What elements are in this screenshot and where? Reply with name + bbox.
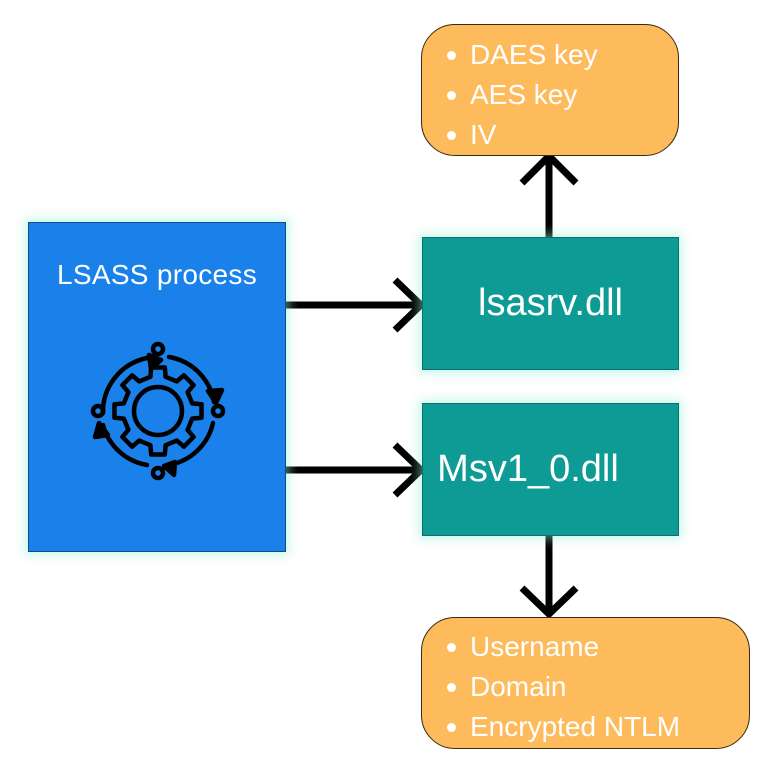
- msv1-0-dll-label: Msv1_0.dll: [437, 448, 619, 490]
- lsasrv-dll-box: lsasrv.dll: [422, 237, 679, 370]
- arrow-msv-to-credentials: [519, 536, 579, 619]
- lsass-process-title: LSASS process: [57, 259, 257, 290]
- gear-icon: [112, 365, 204, 457]
- list-item: AES key: [422, 75, 678, 115]
- lsasrv-outputs-list: DAES key AES key IV: [422, 35, 678, 155]
- msv-outputs-box: Username Domain Encrypted NTLM: [421, 617, 750, 749]
- list-item: Encrypted NTLM: [422, 707, 749, 747]
- lsass-process-box: LSASS process: [28, 222, 286, 552]
- arrow-process-to-msv: [286, 442, 427, 498]
- msv1-0-dll-box: Msv1_0.dll: [422, 403, 679, 536]
- list-item: Domain: [422, 667, 749, 707]
- gear-cycle-icon: [90, 341, 226, 481]
- list-item: DAES key: [422, 35, 678, 75]
- lsasrv-outputs-box: DAES key AES key IV: [421, 24, 679, 156]
- list-item: Username: [422, 627, 749, 667]
- lsasrv-dll-label: lsasrv.dll: [478, 282, 623, 324]
- arrow-lsasrv-to-keys: [519, 151, 579, 237]
- list-item: IV: [422, 115, 678, 155]
- msv-outputs-list: Username Domain Encrypted NTLM: [422, 627, 749, 747]
- cycle-arrows-icon: [90, 341, 226, 481]
- arrow-process-to-lsasrv: [286, 277, 427, 333]
